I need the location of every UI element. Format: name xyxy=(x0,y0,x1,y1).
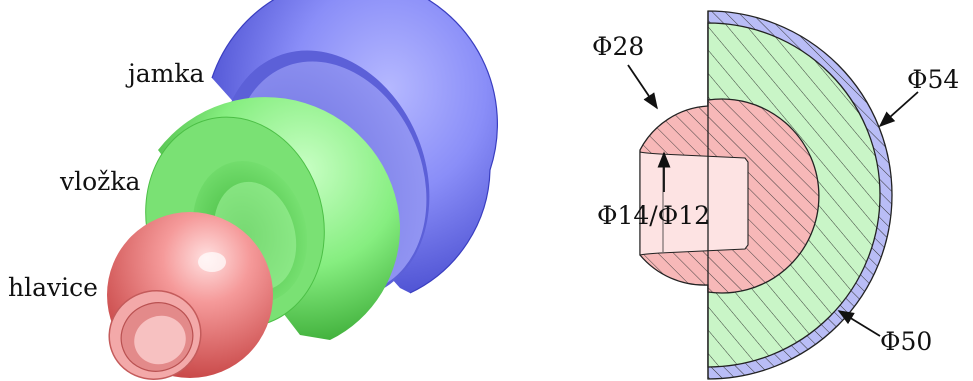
label-hlavice: hlavice xyxy=(8,273,98,302)
leader-d28 xyxy=(627,64,658,110)
label-vlozka: vložka xyxy=(59,167,140,196)
leader-d54 xyxy=(878,91,919,128)
dim-d54: Φ54 xyxy=(907,65,959,94)
dim-d14-12: Φ14/Φ12 xyxy=(597,201,710,230)
leader-d50 xyxy=(837,310,881,337)
dim-d28: Φ28 xyxy=(592,32,644,61)
section-view: Φ28 Φ14/Φ12 Φ54 Φ50 xyxy=(592,10,959,380)
exploded-view: jamka vložka hlavice xyxy=(8,0,498,380)
hlavice-part xyxy=(107,212,273,380)
dim-d50: Φ50 xyxy=(880,327,932,356)
label-jamka: jamka xyxy=(125,59,205,88)
bore xyxy=(639,151,749,256)
